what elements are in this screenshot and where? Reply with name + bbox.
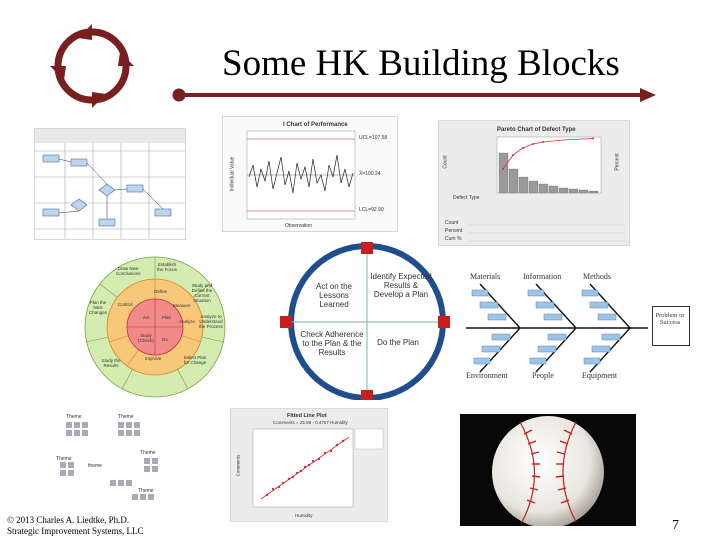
slide-title: Some HK Building Blocks bbox=[222, 43, 620, 84]
control-chart-xlabel: Observation bbox=[285, 223, 312, 229]
wheel-outer-4: Study the Results bbox=[101, 358, 121, 368]
pareto-title: Pareto Chart of Defect Type bbox=[497, 127, 576, 133]
scatter-ylabel: Comments bbox=[235, 454, 241, 477]
wheel-outer-0: Establish the Focus bbox=[157, 262, 177, 272]
control-chart-series bbox=[248, 154, 354, 194]
pdca-check: Check Adherence to the Plan & the Result… bbox=[300, 330, 364, 357]
wheel-outer-1: Study and Define the Current Situation bbox=[191, 283, 213, 303]
wheel-inner-2: Do bbox=[162, 337, 168, 342]
fishbone-diagram bbox=[466, 283, 648, 373]
control-chart-mean: X̄=100.24 bbox=[359, 171, 381, 177]
fishbone-top-1: Information bbox=[523, 272, 562, 281]
pdca-plan: Identify Expected Results & Develop a Pl… bbox=[370, 272, 432, 299]
control-chart-ylabel: Individual Value bbox=[229, 156, 236, 192]
pdca-act: Act on the Lessons Learned bbox=[315, 282, 353, 309]
wheel-inner-1: Plan bbox=[162, 315, 172, 320]
wheel-outer-2: Analyze to Understand the Process bbox=[199, 314, 223, 329]
footer-copyright: © 2013 Charles A. Liedtke, Ph.D. Strateg… bbox=[7, 515, 143, 537]
fishbone-top-0: Materials bbox=[470, 272, 501, 281]
page-number: 7 bbox=[672, 518, 679, 533]
room-label-5: Theme bbox=[138, 488, 154, 494]
fishbone-effect: Problem or Success bbox=[655, 312, 685, 326]
control-chart-lcl: LCL=92.90 bbox=[359, 207, 384, 213]
pareto-chart-thumbnail: Pareto Chart of Defect Type Count Percen… bbox=[438, 120, 630, 246]
pdca-cycle-diagram bbox=[280, 242, 450, 400]
pareto-ylabel-right: Percent bbox=[614, 153, 621, 171]
wheel-middle-4: Control bbox=[118, 302, 133, 307]
pdca-do: Do the Plan bbox=[377, 338, 419, 347]
room-label-0: Theme bbox=[66, 414, 82, 420]
footer-line-1: © 2013 Charles A. Liedtke, Ph.D. bbox=[7, 515, 130, 525]
cycle-arrows-icon bbox=[50, 24, 134, 108]
scatter-title: Fitted Line Plot bbox=[287, 413, 327, 419]
wheel-middle-2: Analyze bbox=[179, 319, 196, 324]
fishbone-effect-box bbox=[652, 306, 690, 346]
wheel-middle-1: Measure bbox=[173, 303, 191, 308]
process-flowchart-icon bbox=[35, 129, 185, 239]
pareto-xlabel: Defect Type bbox=[453, 195, 480, 201]
improvement-wheel bbox=[84, 256, 226, 398]
pareto-row-count: Count bbox=[445, 220, 459, 226]
fishbone-bottom-0: Environment bbox=[466, 371, 508, 380]
title-underline-arrow bbox=[172, 88, 656, 102]
baseball-icon bbox=[492, 416, 604, 526]
room-label-2: Theme bbox=[140, 450, 156, 456]
fishbone-bottom-2: Equipment bbox=[582, 371, 618, 380]
scatter-xlabel: Humidity bbox=[295, 513, 313, 518]
wheel-outer-5: Plan the Next Changes bbox=[88, 300, 107, 315]
room-layout-diagram bbox=[60, 422, 158, 500]
room-label-3: theme bbox=[88, 463, 102, 469]
control-chart-ucl: UCL=107.58 bbox=[359, 135, 388, 141]
scatter-subtitle: Comments = 25.59 - 0.4757 Humidity bbox=[273, 420, 348, 425]
wheel-middle-0: Define bbox=[154, 289, 168, 294]
fishbone-bottom-1: People bbox=[532, 371, 554, 380]
wheel-middle-3: Improve bbox=[145, 356, 162, 361]
wheel-outer-3: Select Plan for Change bbox=[183, 355, 207, 365]
control-chart-title: I Chart of Performance bbox=[283, 122, 348, 128]
pareto-ylabel-left: Count bbox=[442, 155, 449, 169]
flowchart-thumbnail bbox=[34, 128, 186, 240]
room-label-1: Theme bbox=[118, 414, 134, 420]
fitted-line-plot-thumbnail: Fitted Line Plot Comments = 25.59 - 0.47… bbox=[230, 408, 388, 522]
control-chart-thumbnail: I Chart of Performance UCL=107.58 X̄=100… bbox=[222, 116, 398, 232]
wheel-inner-3: Study (Check) bbox=[138, 333, 154, 343]
pareto-row-cum: Cum % bbox=[445, 236, 462, 242]
room-label-4: Theme bbox=[56, 456, 72, 462]
pareto-row-percent: Percent bbox=[445, 228, 463, 234]
wheel-inner-0: Act bbox=[143, 315, 150, 320]
wheel-outer-6: Draw New Conclusions bbox=[116, 266, 141, 276]
baseball-photo bbox=[460, 414, 636, 526]
fishbone-top-2: Methods bbox=[583, 272, 611, 281]
footer-line-2: Strategic Improvement Systems, LLC bbox=[7, 526, 144, 536]
